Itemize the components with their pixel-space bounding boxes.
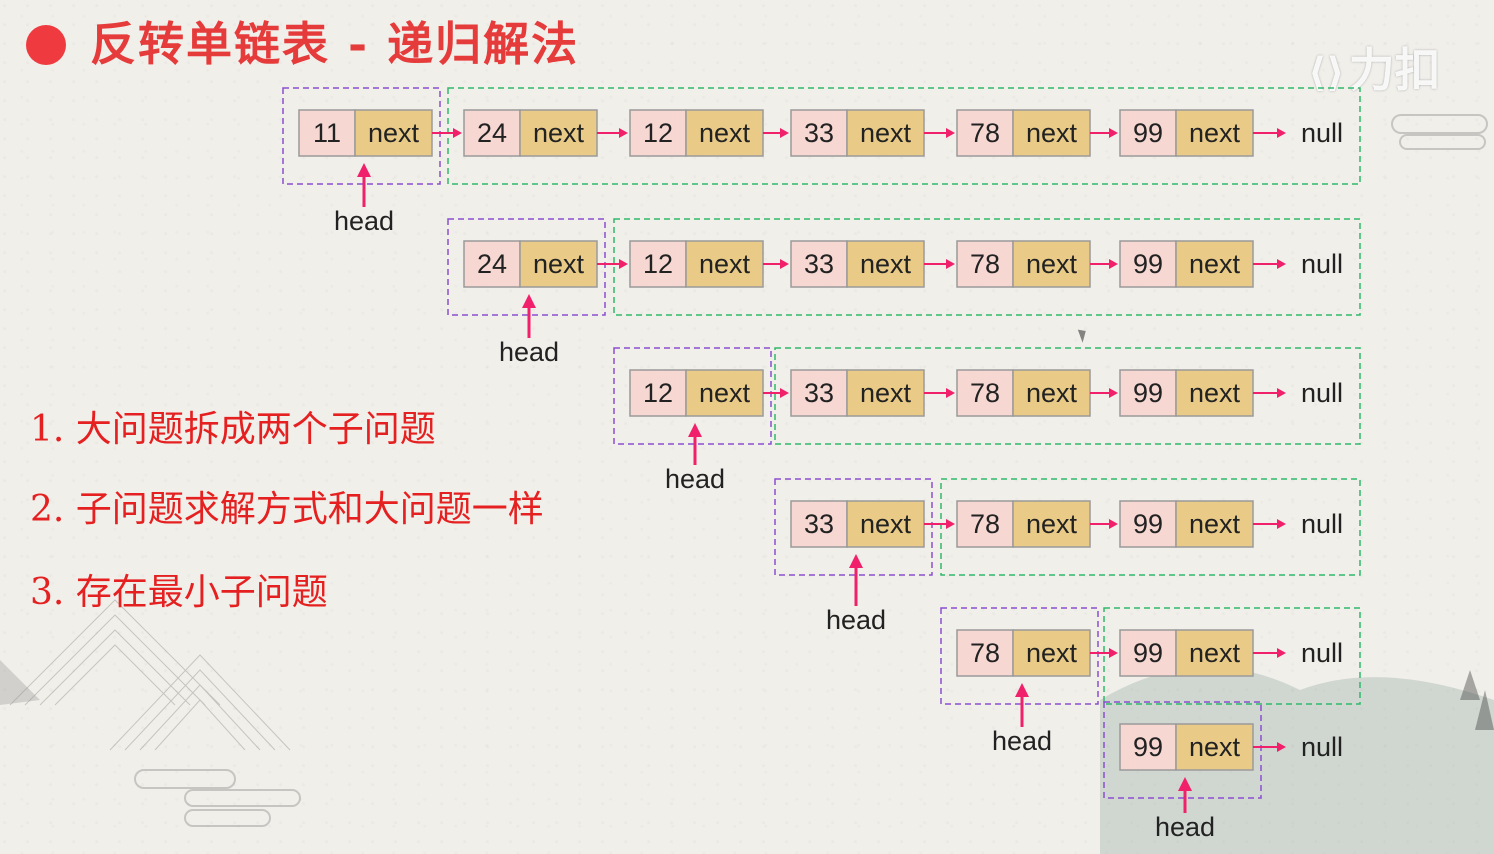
next-pointer-arrow-head bbox=[1277, 128, 1286, 138]
null-label: null bbox=[1301, 118, 1343, 148]
node-value: 12 bbox=[643, 249, 673, 279]
null-label: null bbox=[1301, 509, 1343, 539]
head-arrow-tip bbox=[357, 163, 371, 177]
next-pointer-arrow-head bbox=[946, 259, 955, 269]
node-value: 99 bbox=[1133, 638, 1163, 668]
next-pointer-arrow-head bbox=[780, 259, 789, 269]
node-value: 33 bbox=[804, 118, 834, 148]
node-next-label: next bbox=[533, 249, 585, 279]
node-value: 99 bbox=[1133, 249, 1163, 279]
node-next-label: next bbox=[1026, 378, 1078, 408]
next-pointer-arrow-head bbox=[1109, 648, 1118, 658]
next-pointer-arrow-head bbox=[1277, 259, 1286, 269]
head-label: head bbox=[665, 464, 725, 494]
node-next-label: next bbox=[860, 118, 912, 148]
null-label: null bbox=[1301, 249, 1343, 279]
node-value: 24 bbox=[477, 118, 507, 148]
node-next-label: next bbox=[699, 378, 751, 408]
node-next-label: next bbox=[1189, 638, 1241, 668]
null-label: null bbox=[1301, 638, 1343, 668]
node-next-label: next bbox=[1189, 732, 1241, 762]
next-pointer-arrow-head bbox=[946, 128, 955, 138]
null-label: null bbox=[1301, 732, 1343, 762]
head-arrow-tip bbox=[522, 294, 536, 308]
node-next-label: next bbox=[1026, 638, 1078, 668]
next-pointer-arrow-head bbox=[1109, 519, 1118, 529]
node-value: 24 bbox=[477, 249, 507, 279]
node-value: 99 bbox=[1133, 732, 1163, 762]
next-pointer-arrow-head bbox=[1277, 742, 1286, 752]
next-pointer-arrow-head bbox=[946, 388, 955, 398]
node-next-label: next bbox=[1189, 509, 1241, 539]
head-arrow-tip bbox=[1178, 777, 1192, 791]
next-pointer-arrow-head bbox=[780, 128, 789, 138]
node-next-label: next bbox=[368, 118, 420, 148]
node-next-label: next bbox=[860, 509, 912, 539]
node-value: 11 bbox=[313, 118, 341, 148]
node-next-label: next bbox=[1026, 118, 1078, 148]
node-next-label: next bbox=[1026, 509, 1078, 539]
next-pointer-arrow-head bbox=[946, 519, 955, 529]
head-label: head bbox=[334, 206, 394, 236]
next-pointer-arrow-head bbox=[1277, 388, 1286, 398]
node-value: 78 bbox=[970, 249, 1000, 279]
node-value: 78 bbox=[970, 509, 1000, 539]
head-arrow-tip bbox=[688, 423, 702, 437]
next-pointer-arrow-head bbox=[780, 388, 789, 398]
head-label: head bbox=[499, 337, 559, 367]
node-next-label: next bbox=[699, 118, 751, 148]
head-label: head bbox=[992, 726, 1052, 756]
node-next-label: next bbox=[1026, 249, 1078, 279]
node-value: 12 bbox=[643, 118, 673, 148]
next-pointer-arrow-head bbox=[1109, 388, 1118, 398]
next-pointer-arrow-head bbox=[619, 259, 628, 269]
node-value: 78 bbox=[970, 118, 1000, 148]
node-value: 33 bbox=[804, 509, 834, 539]
next-pointer-arrow-head bbox=[1109, 259, 1118, 269]
node-next-label: next bbox=[860, 378, 912, 408]
next-pointer-arrow-head bbox=[1277, 648, 1286, 658]
node-next-label: next bbox=[699, 249, 751, 279]
next-pointer-arrow-head bbox=[619, 128, 628, 138]
node-value: 99 bbox=[1133, 118, 1163, 148]
next-pointer-arrow-head bbox=[1109, 128, 1118, 138]
head-label: head bbox=[1155, 812, 1215, 842]
next-pointer-arrow-head bbox=[1277, 519, 1286, 529]
head-label: head bbox=[826, 605, 886, 635]
node-value: 78 bbox=[970, 638, 1000, 668]
node-value: 33 bbox=[804, 249, 834, 279]
node-value: 99 bbox=[1133, 378, 1163, 408]
null-label: null bbox=[1301, 378, 1343, 408]
head-arrow-tip bbox=[849, 554, 863, 568]
node-next-label: next bbox=[1189, 249, 1241, 279]
node-next-label: next bbox=[533, 118, 585, 148]
node-next-label: next bbox=[1189, 118, 1241, 148]
node-next-label: next bbox=[860, 249, 912, 279]
node-value: 99 bbox=[1133, 509, 1163, 539]
node-value: 78 bbox=[970, 378, 1000, 408]
node-next-label: next bbox=[1189, 378, 1241, 408]
next-pointer-arrow-head bbox=[453, 128, 462, 138]
node-value: 12 bbox=[643, 378, 673, 408]
head-arrow-tip bbox=[1015, 683, 1029, 697]
node-value: 33 bbox=[804, 378, 834, 408]
